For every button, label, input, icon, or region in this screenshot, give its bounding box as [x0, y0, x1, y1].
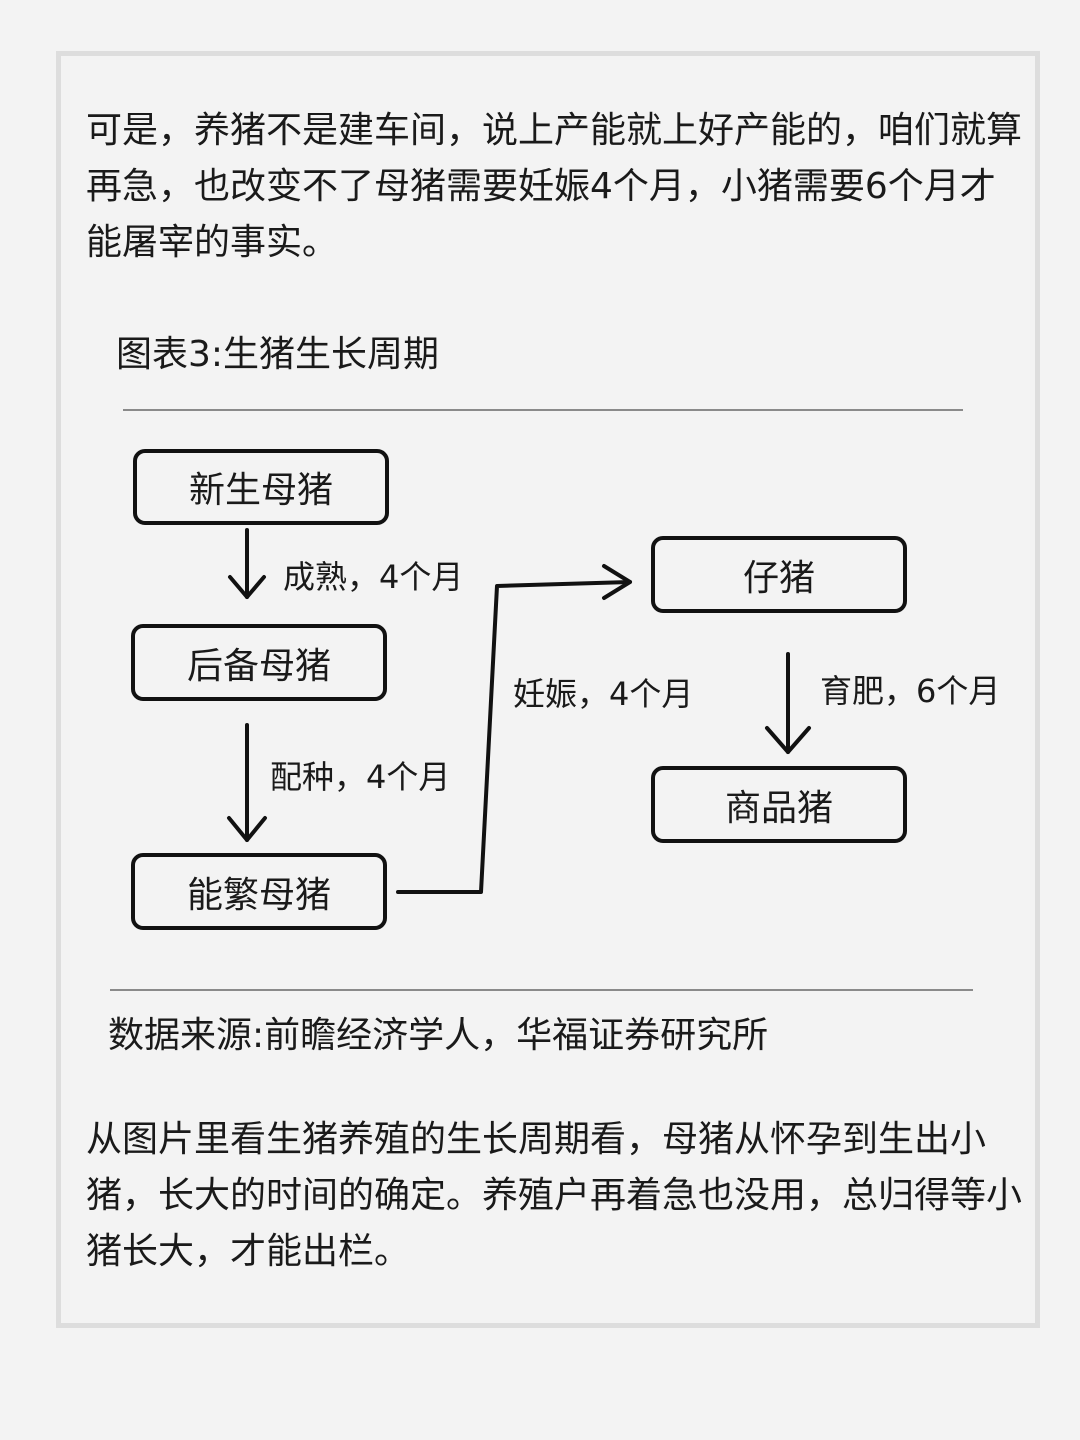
node-reserve-sow: 后备母猪	[131, 624, 387, 701]
chart-bottom-divider	[110, 989, 973, 991]
chart-top-divider	[123, 409, 963, 411]
chart-source: 数据来源:前瞻经济学人，华福证券研究所	[108, 1015, 769, 1056]
node-new-sow: 新生母猪	[133, 449, 389, 525]
label-mature: 成熟，4个月	[283, 558, 464, 596]
conclusion-paragraph: 从图片里看生猪养殖的生长周期看，母猪从怀孕到生出小猪，长大的时间的确定。养殖户再…	[86, 1119, 1023, 1272]
node-piglet: 仔猪	[651, 536, 907, 613]
chart-title: 图表3:生猪生长周期	[116, 334, 440, 375]
label-pregnancy: 妊娠，4个月	[513, 675, 694, 713]
intro-paragraph: 可是，养猪不是建车间，说上产能就上好产能的，咱们就算再急，也改变不了母猪需要妊娠…	[86, 110, 1023, 263]
label-mating: 配种，4个月	[270, 758, 451, 796]
node-breeding-sow: 能繁母猪	[131, 853, 387, 930]
node-market-pig: 商品猪	[651, 766, 907, 843]
label-fattening: 育肥，6个月	[820, 672, 1001, 710]
